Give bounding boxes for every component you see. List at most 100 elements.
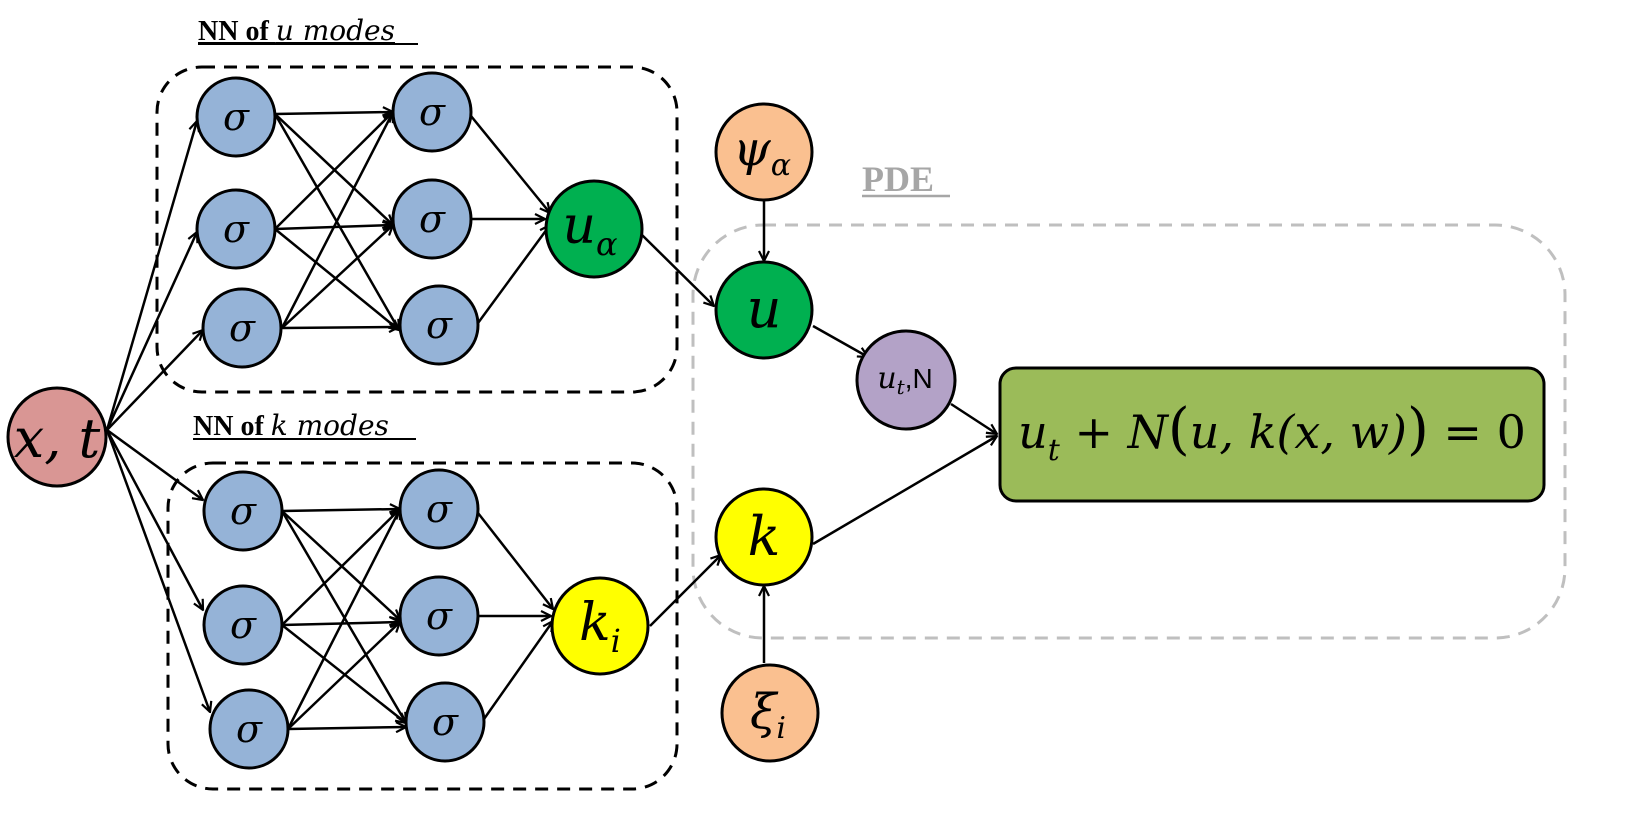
eq-rparen: ) xyxy=(1407,397,1429,462)
xi-i-base: ξ xyxy=(750,684,779,740)
psi-alpha-base: ψ xyxy=(733,121,772,177)
edge xyxy=(477,512,553,609)
edge xyxy=(281,509,400,511)
neuron-label: σ xyxy=(229,306,256,350)
neuron-label: σ xyxy=(230,603,257,647)
neuron: σ xyxy=(202,470,284,552)
neuron: σ xyxy=(391,178,473,260)
neuron: σ xyxy=(208,688,290,770)
edge xyxy=(274,112,393,230)
pde-group-box xyxy=(691,223,1567,640)
u-alpha-sub: α xyxy=(596,225,618,263)
u-node-label: u xyxy=(747,277,782,340)
input-node: x, t xyxy=(6,386,108,488)
u-alpha-node: uα xyxy=(544,179,644,279)
xi-i-sub: i xyxy=(776,711,786,746)
neuron-label: σ xyxy=(432,700,459,744)
neuron-label: σ xyxy=(419,197,446,241)
pde-equation-box: ut + N(u, k(x, w)) = 0 xyxy=(998,366,1546,503)
u-network-label: NN of u modes xyxy=(198,14,395,47)
k-network-label: NN of k modes xyxy=(193,409,389,442)
neuron-label: σ xyxy=(230,489,257,533)
pde-group-label: PDE xyxy=(862,159,934,199)
edge xyxy=(280,112,393,329)
k-i-sub: i xyxy=(611,622,621,660)
neuron: σ xyxy=(404,681,486,763)
derivative-node: ut,N xyxy=(855,329,957,431)
edge xyxy=(482,621,553,720)
neuron: σ xyxy=(195,76,277,158)
neuron: σ xyxy=(398,468,480,550)
k-i-label: ki xyxy=(579,593,621,660)
input-node-label: x, t xyxy=(14,407,101,470)
edge xyxy=(950,402,997,434)
edge xyxy=(812,436,997,546)
edge xyxy=(470,115,550,213)
eq-args2: (x, w) xyxy=(1276,405,1406,459)
neuron: σ xyxy=(398,575,480,657)
edge xyxy=(287,727,406,729)
edge xyxy=(274,228,399,330)
eq-u: u xyxy=(1018,405,1048,459)
neuron-label: σ xyxy=(426,303,453,347)
edge xyxy=(106,428,203,500)
edge xyxy=(274,112,393,114)
neuron-label: σ xyxy=(426,487,453,531)
derivative-base: u xyxy=(877,361,896,396)
neuron-label: σ xyxy=(426,594,453,638)
neuron-label: σ xyxy=(236,707,263,751)
derivative-sub: t xyxy=(897,375,906,399)
edge xyxy=(281,509,400,626)
psi-alpha-label: ψα xyxy=(733,121,791,183)
k-network-label-italic: k modes xyxy=(271,409,389,442)
k-network-group-box xyxy=(166,461,679,791)
k-network-layer-2: σ σ σ xyxy=(398,468,486,763)
pde-equation: ut + N(u, k(x, w)) = 0 xyxy=(1018,397,1526,468)
neuron-label: σ xyxy=(223,207,250,251)
neuron: σ xyxy=(398,284,480,366)
k-node-label: k xyxy=(748,505,781,568)
k-network-label-bold: NN of xyxy=(193,411,271,442)
edge xyxy=(476,225,550,324)
neuron: σ xyxy=(195,188,277,270)
edge xyxy=(105,121,197,431)
u-alpha-base: u xyxy=(562,196,596,256)
k-network-layer-1: σ σ σ xyxy=(202,470,290,770)
u-node: u xyxy=(714,260,814,360)
derivative-suffix: ,N xyxy=(905,363,933,394)
edge xyxy=(287,622,400,730)
neuron-label: σ xyxy=(419,90,446,134)
xi-i-node: ξi xyxy=(720,663,820,763)
derivative-label: ut,N xyxy=(877,361,932,399)
edge xyxy=(105,429,203,610)
k-node: k xyxy=(714,487,814,587)
edge xyxy=(281,327,399,328)
k-i-node: ki xyxy=(550,576,650,676)
eq-args1: u, xyxy=(1190,405,1249,459)
eq-t-sub: t xyxy=(1048,433,1061,468)
eq-plus: + xyxy=(1060,405,1128,459)
edge xyxy=(286,509,400,730)
neuron: σ xyxy=(391,71,473,153)
eq-rhs: = 0 xyxy=(1429,405,1526,459)
u-network-label-bold: NN of xyxy=(198,16,276,47)
u-network-group-box xyxy=(155,65,679,394)
edges xyxy=(105,112,997,730)
u-network-layer-2: σ σ σ xyxy=(391,71,480,366)
edge xyxy=(640,233,714,306)
u-network-label-italic: u modes xyxy=(276,14,395,47)
k-i-base: k xyxy=(579,593,611,653)
neuron-label: σ xyxy=(223,95,250,139)
eq-lparen: ( xyxy=(1168,397,1190,462)
psi-alpha-node: ψα xyxy=(714,102,814,202)
neuron: σ xyxy=(201,287,283,369)
edge xyxy=(649,555,721,627)
eq-N: N xyxy=(1127,405,1170,459)
edge xyxy=(105,429,210,712)
edge xyxy=(281,225,393,329)
xi-i-label: ξi xyxy=(750,684,786,746)
edge xyxy=(812,324,868,357)
psi-alpha-sub: α xyxy=(771,148,791,183)
edge xyxy=(105,232,197,431)
